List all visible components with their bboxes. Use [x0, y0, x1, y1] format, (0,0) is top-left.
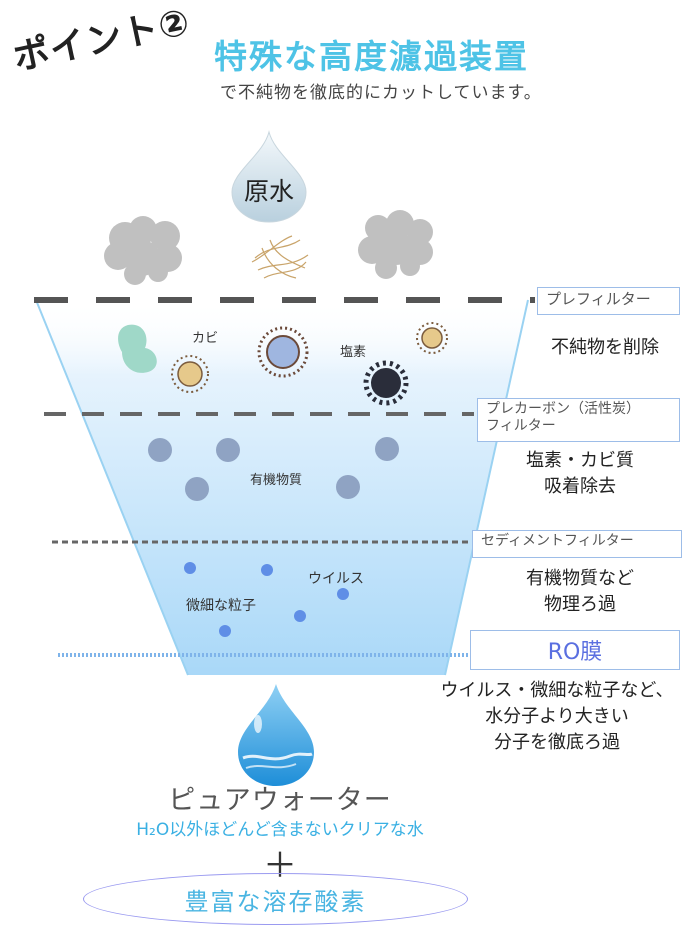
bacteria-icon [118, 324, 157, 373]
ro-desc-line-1: ウイルス・微細な粒子など、 [440, 680, 674, 701]
pure-water-label: ピュアウォーター [168, 785, 392, 816]
raw-water-drop-icon [231, 130, 307, 223]
funnel-right-edge [444, 299, 529, 676]
ro-desc-line-3: 分子を徹底ろ過 [494, 732, 620, 754]
prefilter-desc-line: 不純物を削除 [551, 337, 659, 358]
pure-water-drop-icon [238, 684, 314, 786]
sediment-desc: 有機物質など 物理ろ過 [480, 566, 680, 618]
funnel-left-edge [35, 299, 189, 676]
precarbon-desc-line-1: 塩素・カビ質 [526, 450, 634, 471]
ro-membrane-box: RO膜 [470, 630, 680, 670]
precarbon-label-line-1: プレカーボン（活性炭） [486, 401, 640, 417]
ro-desc: ウイルス・微細な粒子など、 水分子より大きい 分子を徹底ろ過 [418, 678, 696, 756]
organic-label: 有機物質 [250, 473, 303, 488]
precarbon-desc-line-2: 吸着除去 [544, 476, 616, 498]
mold-spore-icon [171, 355, 209, 393]
prefilter-box: プレフィルター [537, 287, 680, 315]
dust-cluster-right-icon [358, 210, 433, 279]
ro-desc-line-2: 水分子より大きい [485, 706, 629, 728]
prefilter-desc: 不純物を削除 [520, 335, 690, 361]
precarbon-label-line-2: フィルター [486, 417, 556, 434]
sediment-filter-box: セディメントフィルター [472, 530, 682, 558]
pure-water-note: H₂O以外ほどんど含まないクリアな水 [136, 820, 424, 840]
water-fill [36, 300, 528, 675]
chlorine-label: 塩素 [340, 345, 367, 360]
raw-water-label: 原水 [243, 177, 294, 206]
page-subtitle: で不純物を徹底的にカットしています。 [220, 83, 542, 103]
precarbon-filter-box: プレカーボン（活性炭） フィルター [477, 398, 680, 442]
chlorine-particle-icon [363, 360, 409, 406]
dust-cluster-left-icon [104, 216, 182, 285]
sediment-desc-line-1: 有機物質など [526, 568, 634, 589]
sediment-desc-line-2: 物理ろ過 [544, 594, 616, 616]
virus-label: ウイルス [308, 571, 364, 587]
page-title: 特殊な高度濾過装置 [214, 37, 529, 76]
mold-spore-small-icon [416, 322, 448, 354]
virus-large-icon [257, 326, 309, 378]
fine-particle-icon [184, 562, 349, 637]
organic-matter-icon [148, 437, 399, 501]
fiber-debris-icon [251, 235, 309, 279]
precarbon-desc: 塩素・カビ質 吸着除去 [480, 448, 680, 500]
mold-label: カビ [192, 331, 219, 346]
fine-particle-label: 微細な粒子 [186, 598, 256, 614]
dissolved-oxygen-ellipse: 豊富な溶存酸素 [83, 873, 468, 925]
